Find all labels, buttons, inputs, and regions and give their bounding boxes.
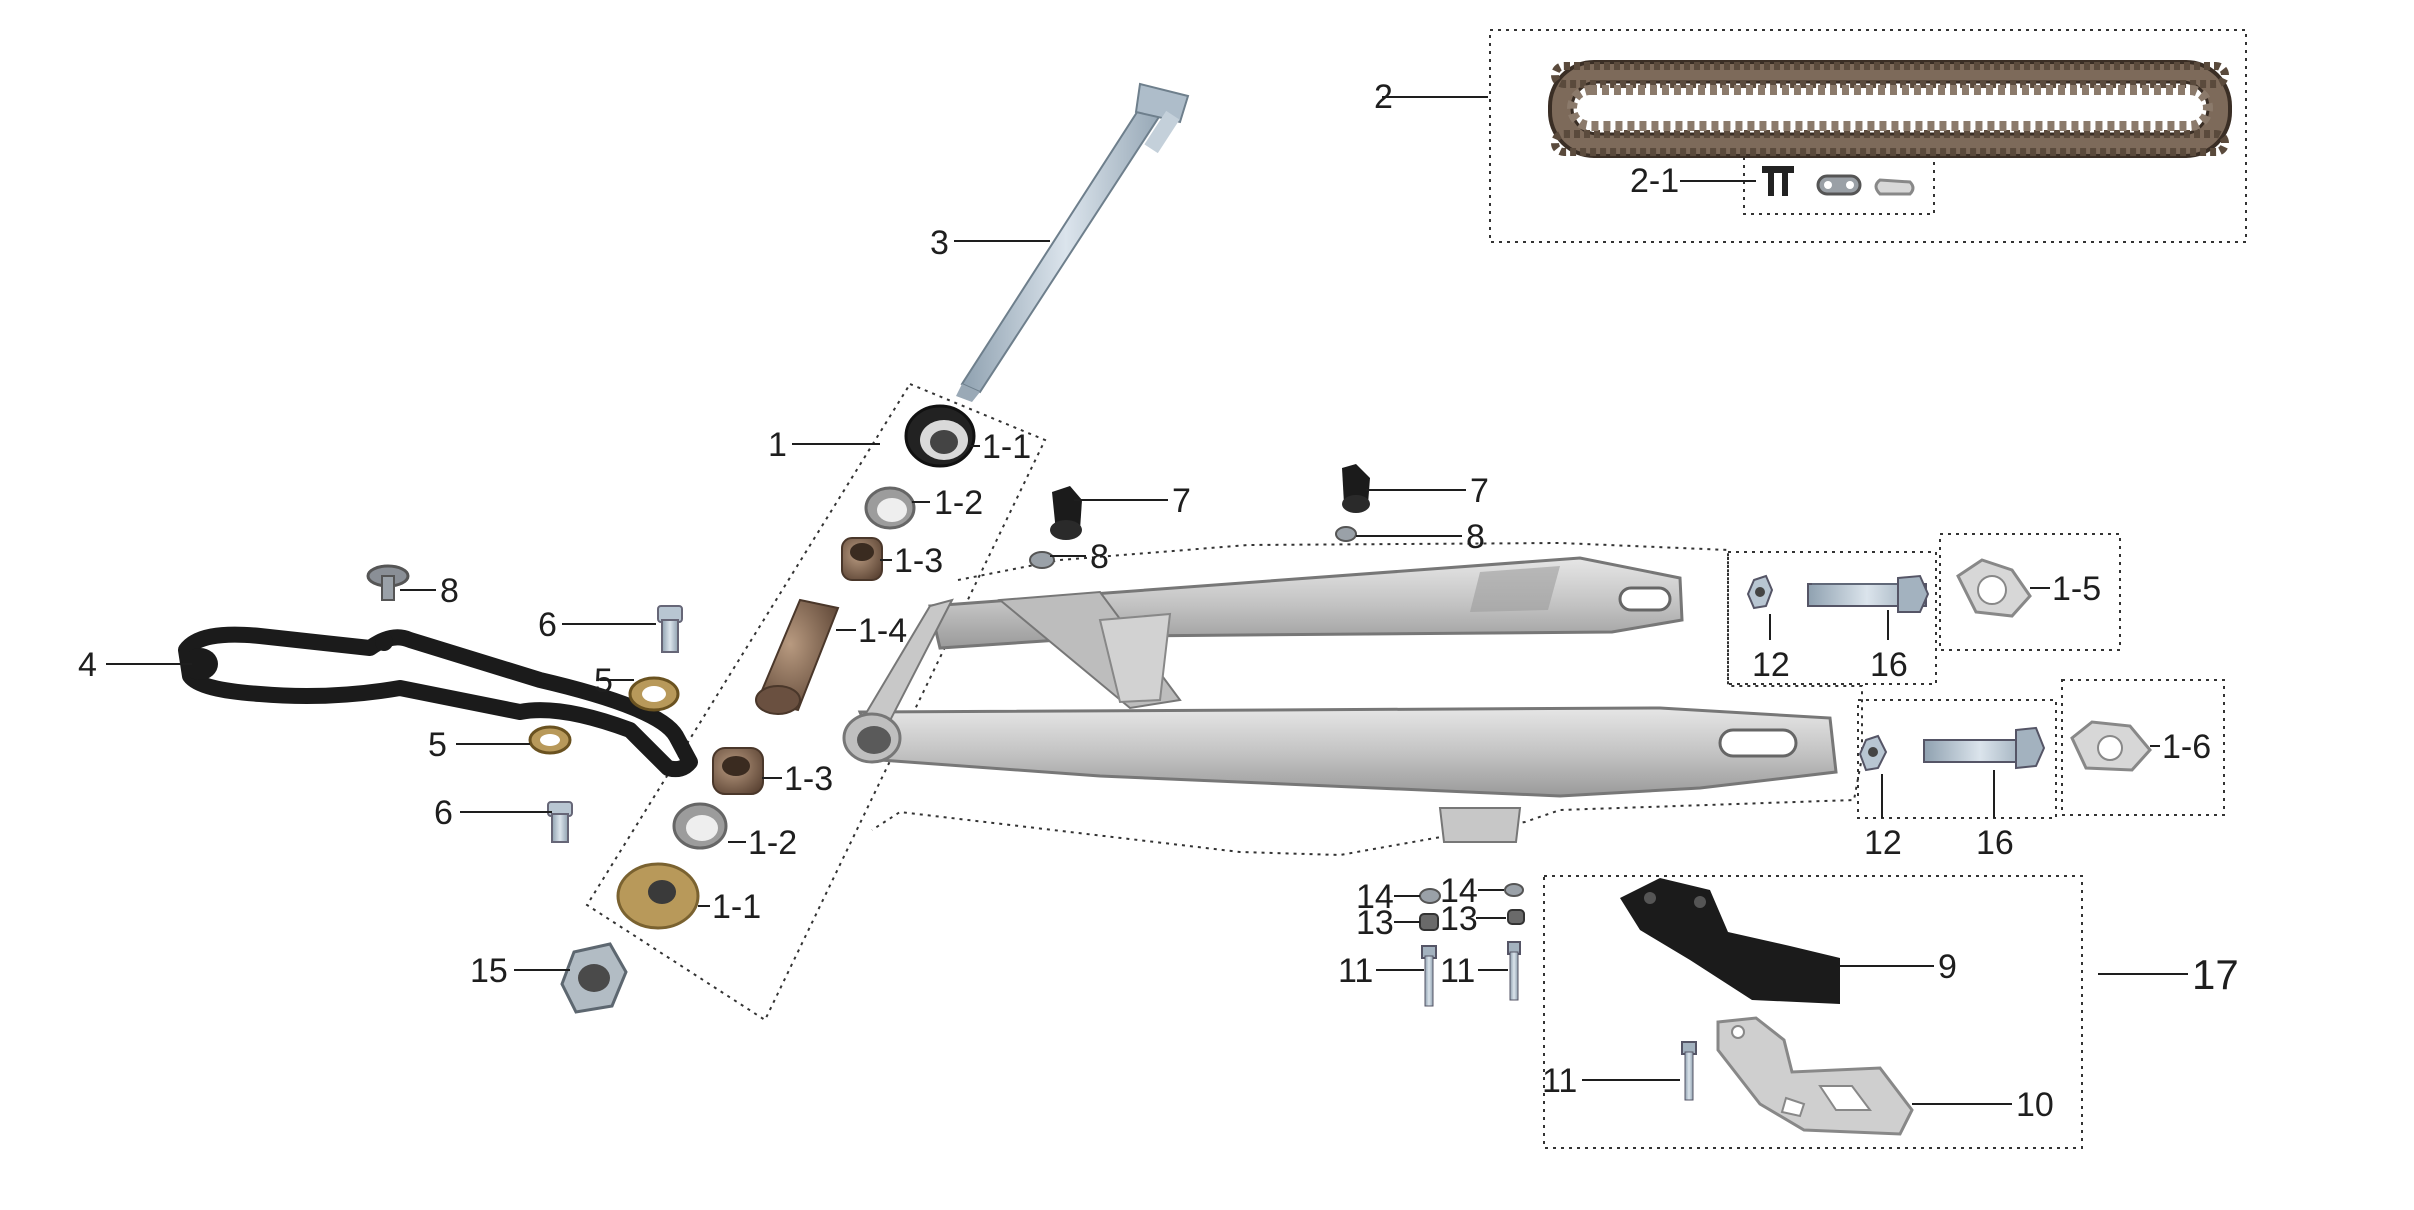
label-part-8-left: 8 [440,572,459,610]
chain-group-box [1489,29,2247,243]
pivot-sleeve [755,598,840,715]
dust-seal-top [904,404,976,468]
pivot-nut [560,942,628,1014]
label-part-5-bottom: 5 [428,726,447,764]
slider-washer-5-bottom [528,725,572,755]
adjuster-bolt-16-right [1807,574,1930,613]
guide-screw-8-left [1029,551,1055,569]
adjuster-left-box [1857,699,2057,819]
label-part-8-right: 8 [1466,518,1485,556]
label-part-12-right: 12 [1752,646,1790,684]
bearing-bottom [672,802,728,850]
slider-screw-8 [366,564,410,601]
label-part-1-6: 1-6 [2162,728,2212,766]
adjuster-bolt-16-left [1923,726,2046,770]
guide-spacer-13-left [1419,913,1439,931]
label-part-11-left: 11 [1338,952,1374,990]
chain-guide-clip-left [1050,486,1082,540]
label-part-14-left: 14 [1356,878,1394,916]
adjuster-nut-12-left [1858,734,1888,772]
guide-screw-8-right [1335,526,1357,542]
label-part-4: 4 [78,646,97,684]
label-part-6-bottom: 6 [434,794,453,832]
chain-connecting-link [1762,166,1915,196]
label-part-5-top: 5 [594,662,613,700]
label-part-14-right: 14 [1440,872,1478,910]
bearing-top [864,486,916,530]
label-part-12-left: 12 [1864,824,1902,862]
adjuster-nut-12-right [1746,574,1774,610]
label-part-16-left: 16 [1976,824,2014,862]
label-part-1-2-top: 1-2 [934,484,984,522]
label-part-15: 15 [470,952,508,990]
dust-seal-bottom [616,862,700,930]
label-part-8-middle: 8 [1090,538,1109,576]
label-part-2: 2 [1374,78,1393,116]
label-part-6-top: 6 [538,606,557,644]
label-part-1-1-bottom: 1-1 [712,888,762,926]
label-part-16-right: 16 [1870,646,1908,684]
guide-nut-14-left [1419,888,1441,904]
adjuster-left-plate-box [2061,679,2225,816]
chain-link-group-box [1743,151,1935,215]
adjuster-right-plate-box [1939,533,2121,651]
label-part-1-3-top: 1-3 [894,542,944,580]
guide-bolt-11-right [1507,941,1521,1001]
swingarm-pivot-axle [956,82,1190,402]
label-part-1-5: 1-5 [2052,570,2102,608]
pivot-group-box [585,382,1047,1022]
chain-guide-clip-right [1342,464,1370,513]
guide-bolt-11-left [1421,945,1437,1007]
label-part-1-1-top: 1-1 [982,428,1032,466]
chain-guide-group-box [1543,875,2083,1149]
drive-chain [1548,60,2232,158]
chain-slider [178,626,698,778]
label-part-7-right: 7 [1470,472,1489,510]
label-part-1-2-bottom: 1-2 [748,824,798,862]
guide-bolt-11-bottom [1681,1041,1697,1101]
slider-washer-5-top [628,676,680,712]
slider-bolt-6-top [657,605,683,653]
label-part-7-left: 7 [1172,482,1191,520]
leader-lines [106,96,2188,1105]
guide-spacer-13-right [1507,909,1525,925]
label-part-9: 9 [1938,948,1957,986]
bushing-top [841,537,883,581]
label-part-13-right: 13 [1440,900,1478,938]
adjuster-right-box [1727,551,1937,685]
label-part-1-4: 1-4 [858,612,908,650]
label-part-11-right: 11 [1440,952,1476,990]
chain-guide-bracket [1716,1016,1914,1136]
label-part-10: 10 [2016,1086,2054,1124]
swingarm [842,556,1838,843]
label-part-11-bottom: 11 [1542,1062,1578,1100]
label-part-2-1: 2-1 [1630,162,1680,200]
adjuster-plate-1-6 [2070,720,2152,772]
guide-nut-14-right [1504,883,1524,897]
bushing-bottom [712,747,764,795]
label-part-13-left: 13 [1356,904,1394,942]
adjuster-plate-1-5 [1956,558,2032,618]
slider-bolt-6-bottom [547,801,573,843]
chain-guide [1620,878,1840,1004]
label-part-3: 3 [930,224,949,262]
label-part-1: 1 [768,426,787,464]
label-part-17: 17 [2192,951,2239,998]
label-part-1-3-bottom: 1-3 [784,760,834,798]
